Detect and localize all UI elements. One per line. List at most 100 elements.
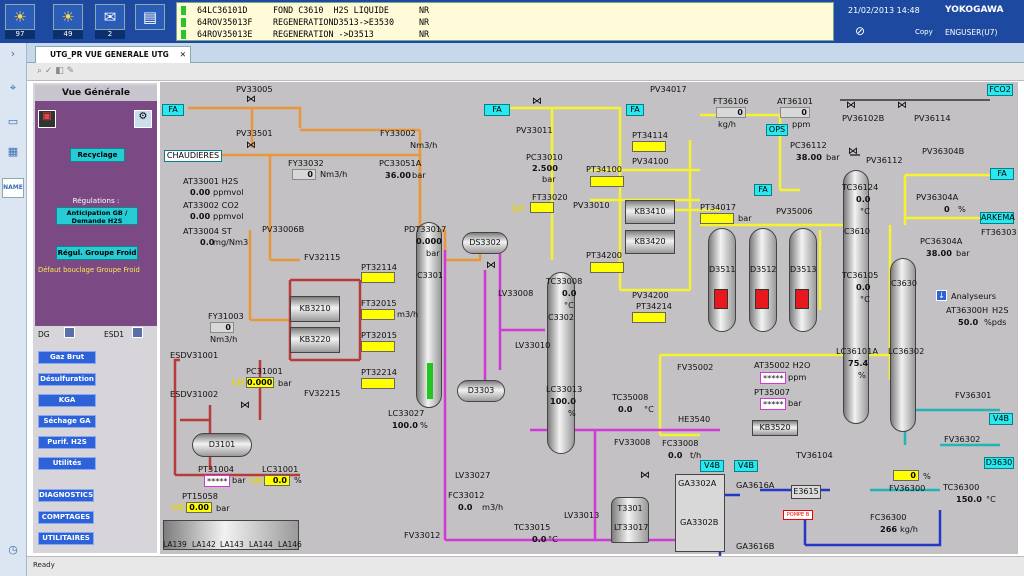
stream-v4b[interactable]: V4B xyxy=(700,460,724,472)
valve-pv33005-icon[interactable]: ⋈ xyxy=(246,94,256,105)
vessel-ds3302[interactable]: DS3302 xyxy=(462,232,508,254)
alarm-summary2-button[interactable]: ☀49 xyxy=(53,4,83,40)
exchanger-kb3210[interactable]: KB3210 xyxy=(290,296,340,322)
recyclage-button[interactable]: Recyclage xyxy=(70,148,125,162)
stream-chaudieres[interactable]: CHAUDIERES xyxy=(164,150,222,162)
tag-pt15058[interactable]: PT15058 xyxy=(182,491,218,501)
tag-fv36300[interactable]: FV36300 xyxy=(889,483,926,493)
close-icon[interactable]: ✕ xyxy=(179,50,186,59)
pompe-b-label[interactable]: POMPE B xyxy=(783,510,813,520)
stream-d3630[interactable]: D3630 xyxy=(984,457,1014,469)
copy-button[interactable]: Copy xyxy=(915,28,933,36)
exchanger-kb3520[interactable]: KB3520 xyxy=(752,420,798,436)
tag-lc33027[interactable]: LC33027 xyxy=(388,408,425,418)
tag-esdv31002[interactable]: ESDV31002 xyxy=(170,389,219,399)
arrow-icon[interactable]: › xyxy=(10,47,16,60)
tag-pv36112[interactable]: PV36112 xyxy=(866,155,903,165)
tag-at36300h[interactable]: AT36300H xyxy=(946,305,989,315)
column-c3610[interactable]: C3610 xyxy=(843,170,870,424)
stream-v4b[interactable]: V4B xyxy=(989,413,1013,425)
tag-ga3302b[interactable]: GA3302B xyxy=(680,517,719,527)
tag-pc33051a[interactable]: PC33051A xyxy=(379,158,422,168)
exchanger-e3615[interactable]: E3615 xyxy=(791,485,821,499)
tag-pv36304b[interactable]: PV36304B xyxy=(922,146,965,156)
exchanger-kb3420[interactable]: KB3420 xyxy=(625,230,675,254)
analyseurs-link[interactable]: Analyseurs xyxy=(951,291,997,301)
tag-pv36102b[interactable]: PV36102B xyxy=(842,113,885,123)
stream-fa[interactable]: FA xyxy=(754,184,772,196)
mute-icon[interactable]: ⊘ xyxy=(855,24,866,38)
tag-lc36101a[interactable]: LC36101A xyxy=(836,346,878,356)
valve-pv36102b-icon[interactable]: ⋈ xyxy=(846,100,856,111)
tag-fc33008[interactable]: FC33008 xyxy=(662,438,699,448)
tag-pt34017[interactable]: PT34017 xyxy=(700,202,736,212)
tag-fy33002[interactable]: FY33002 xyxy=(380,128,416,138)
tag-ft36303[interactable]: FT36303 xyxy=(981,227,1017,237)
column-c3630[interactable]: C3630 xyxy=(890,258,917,432)
clock-icon[interactable]: ◷ xyxy=(8,543,18,556)
menu-utilites[interactable]: Utilités xyxy=(38,457,96,470)
valve-pv33011-icon[interactable]: ⋈ xyxy=(532,96,542,107)
tag-fv33012[interactable]: FV33012 xyxy=(404,530,441,540)
dg-icon[interactable] xyxy=(64,327,75,338)
tag-ga3302a[interactable]: GA3302A xyxy=(678,478,717,488)
tag-pt32214[interactable]: PT32214 xyxy=(361,367,397,377)
tag-pv36114[interactable]: PV36114 xyxy=(914,113,951,123)
tag-tc35008[interactable]: TC35008 xyxy=(612,392,649,402)
menu-purif-h2s[interactable]: Purif. H2S xyxy=(38,436,96,449)
tag-at36101[interactable]: AT36101 xyxy=(777,96,814,106)
tag-fv36301[interactable]: FV36301 xyxy=(955,390,992,400)
tag-pv33005[interactable]: PV33005 xyxy=(236,84,273,94)
tag-fv32115[interactable]: FV32115 xyxy=(304,252,341,262)
tag-pv35006[interactable]: PV35006 xyxy=(776,206,813,216)
tag-pv33501[interactable]: PV33501 xyxy=(236,128,273,138)
stream-ops[interactable]: OPS xyxy=(766,124,788,136)
stream-v4b[interactable]: V4B xyxy=(734,460,758,472)
tag-lv33013[interactable]: LV33013 xyxy=(564,510,600,520)
tag-pt34200[interactable]: PT34200 xyxy=(586,250,622,260)
tank-la139[interactable]: LA139 xyxy=(163,540,187,549)
tag-tc36124[interactable]: TC36124 xyxy=(842,182,879,192)
tank-la143[interactable]: LA143 xyxy=(220,540,244,549)
tag-tc33015[interactable]: TC33015 xyxy=(514,522,551,532)
menu-desulfuration[interactable]: Désulfuration xyxy=(38,373,96,386)
valve-lv33008-icon[interactable]: ⋈ xyxy=(486,260,496,271)
tag-ga3616a[interactable]: GA3616A xyxy=(736,480,775,490)
stream-fa[interactable]: FA xyxy=(626,104,644,116)
anticipation-button[interactable]: Anticipation GB / Demande H2S xyxy=(56,207,138,225)
tag-fv36302[interactable]: FV36302 xyxy=(944,434,981,444)
menu-diagnostics[interactable]: DIAGNOSTICS xyxy=(38,489,94,502)
tag-lt33017[interactable]: LT33017 xyxy=(614,522,649,532)
tag-ga3616b[interactable]: GA3616B xyxy=(736,541,775,551)
exchanger-kb3220[interactable]: KB3220 xyxy=(290,327,340,353)
alarm-summary-button[interactable]: ☀97 xyxy=(5,4,35,40)
tag-pv34200[interactable]: PV34200 xyxy=(632,290,669,300)
message-button[interactable]: ✉2 xyxy=(95,4,125,40)
tank-la146[interactable]: LA146 xyxy=(278,540,302,549)
tank-la142[interactable]: LA142 xyxy=(192,540,216,549)
menu-utilitaires[interactable]: UTILITAIRES xyxy=(38,532,94,545)
tag-ft33020[interactable]: FT33020 xyxy=(532,192,568,202)
exchanger-kb3410[interactable]: KB3410 xyxy=(625,200,675,224)
tag-lv33027[interactable]: LV33027 xyxy=(455,470,491,480)
tag-lv33010[interactable]: LV33010 xyxy=(515,340,551,350)
stream-fa[interactable]: FA xyxy=(990,168,1014,180)
tag-pt34114[interactable]: PT34114 xyxy=(632,130,668,140)
tag-pt34214[interactable]: PT34214 xyxy=(636,301,672,311)
esd1-icon[interactable] xyxy=(132,327,143,338)
tag-ft36106[interactable]: FT36106 xyxy=(713,96,749,106)
tag-pv36304a[interactable]: PV36304A xyxy=(916,192,959,202)
tag-pc31001[interactable]: PC31001 xyxy=(246,366,283,376)
tag-pv33011[interactable]: PV33011 xyxy=(516,125,553,135)
menu-gaz-brut[interactable]: Gaz Brut xyxy=(38,351,96,364)
column-c3302[interactable]: C3302 xyxy=(547,272,575,454)
column-c3301[interactable]: C3301 xyxy=(416,222,443,408)
stream-fa[interactable]: FA xyxy=(162,104,184,116)
vessel-d3303[interactable]: D3303 xyxy=(457,380,505,402)
tag-tc36300[interactable]: TC36300 xyxy=(943,482,980,492)
tag-pt32015[interactable]: PT32015 xyxy=(361,330,397,340)
tag-ft32015[interactable]: FT32015 xyxy=(361,298,397,308)
tag-tc33008[interactable]: TC33008 xyxy=(546,276,583,286)
network-icon[interactable]: ⌖ xyxy=(9,81,17,94)
